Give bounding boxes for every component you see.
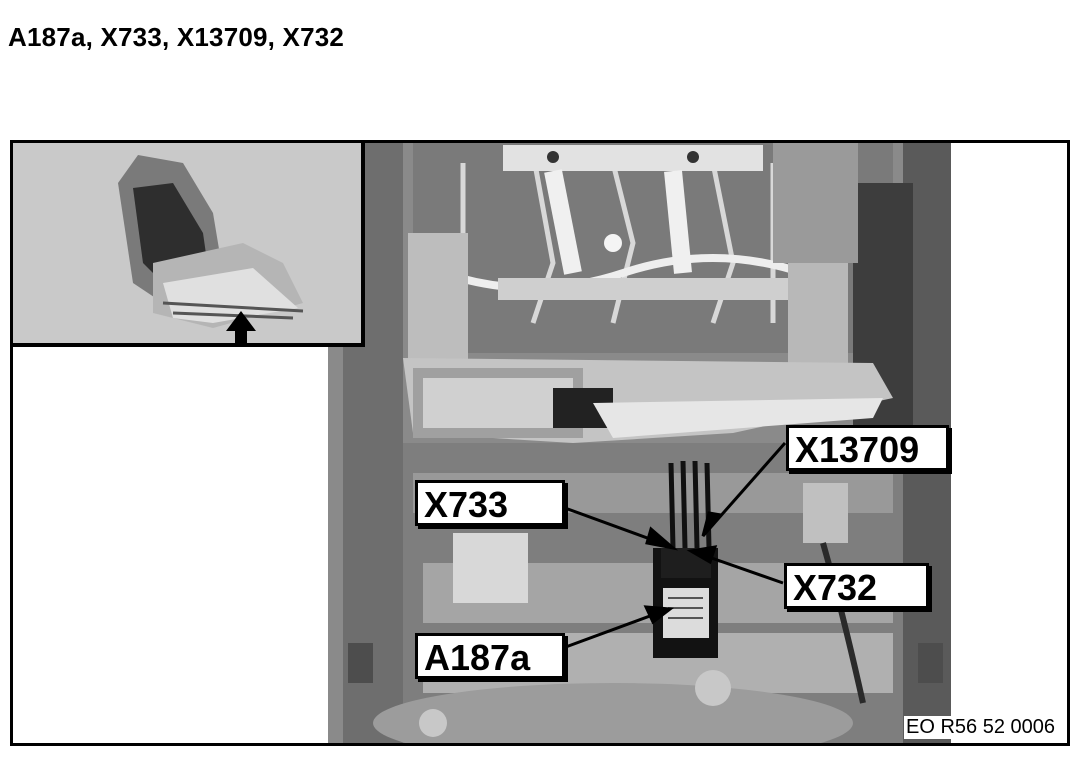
callout-x733: X733 [415,480,565,526]
callout-a187a: A187a [415,633,565,679]
page-title: A187a, X733, X13709, X732 [8,22,345,52]
seat-overview-inset [13,143,365,347]
seat-overview-sketch [118,155,304,328]
seat-figure: X13709 X733 X732 A187a EO R56 52 0006 [10,140,1070,746]
callout-x732: X732 [784,563,929,609]
callout-x13709: X13709 [786,425,949,471]
arrow-up-icon [226,311,256,343]
figure-reference: EO R56 52 0006 [904,716,1057,739]
